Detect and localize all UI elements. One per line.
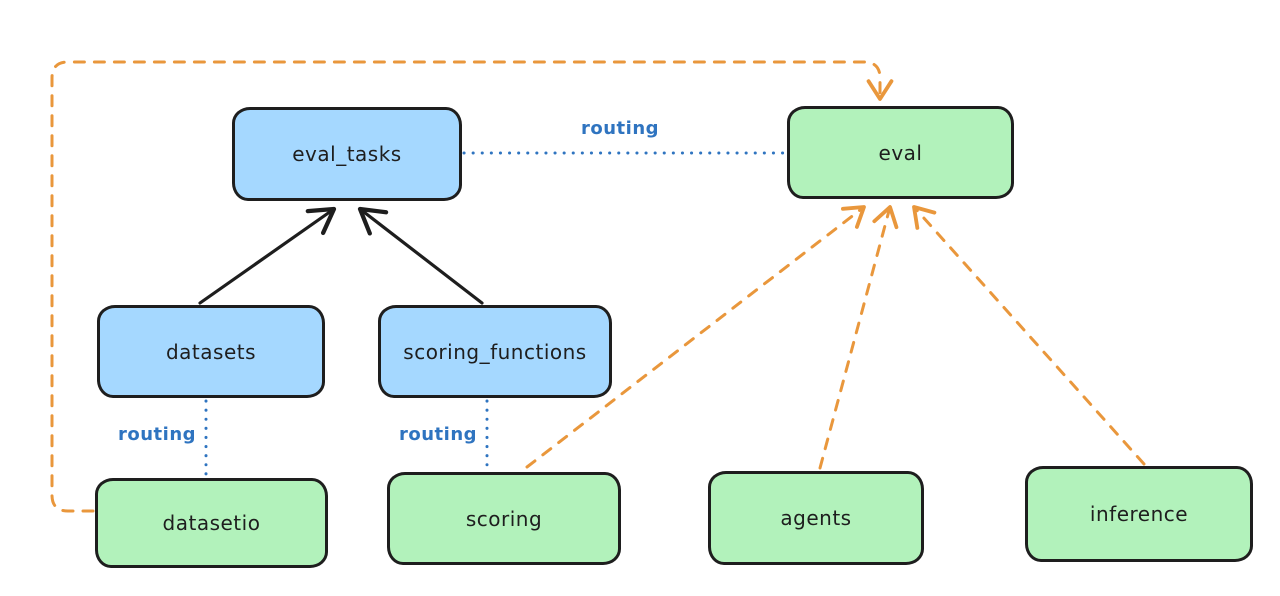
node-scoring-label: scoring: [465, 506, 543, 531]
dashed-inference-to-eval: [912, 205, 1146, 466]
node-datasetio: datasetio: [95, 478, 328, 568]
node-eval-tasks: eval_tasks: [232, 107, 462, 201]
node-datasetio-label: datasetio: [162, 511, 261, 535]
node-eval-tasks-label: eval_tasks: [292, 142, 402, 166]
node-eval: eval: [787, 106, 1014, 199]
arrow-scoring-functions-to-eval-tasks: [357, 206, 484, 305]
node-datasets: datasets: [97, 305, 325, 398]
edge-label-routing-datasets-datasetio: routing: [117, 424, 197, 445]
dashed-agents-to-eval: [818, 205, 899, 470]
node-agents-label: agents: [780, 506, 852, 530]
dashed-datasetio-to-eval: [50, 60, 894, 513]
node-agents: agents: [708, 471, 924, 565]
dashed-scoring-to-eval: [525, 205, 866, 469]
node-scoring-functions-label: scoring_functions: [403, 339, 587, 364]
node-inference: inference: [1025, 466, 1253, 562]
node-inference-label: inference: [1089, 502, 1189, 526]
node-eval-label: eval: [878, 140, 923, 165]
edge-label-routing-scoring-functions-scoring: routing: [398, 424, 478, 445]
node-scoring-functions: scoring_functions: [378, 305, 612, 398]
edge-label-routing-eval-tasks-eval: routing: [580, 118, 660, 139]
arrow-datasets-to-eval-tasks: [198, 206, 337, 305]
node-datasets-label: datasets: [165, 339, 257, 364]
node-scoring: scoring: [387, 472, 621, 565]
